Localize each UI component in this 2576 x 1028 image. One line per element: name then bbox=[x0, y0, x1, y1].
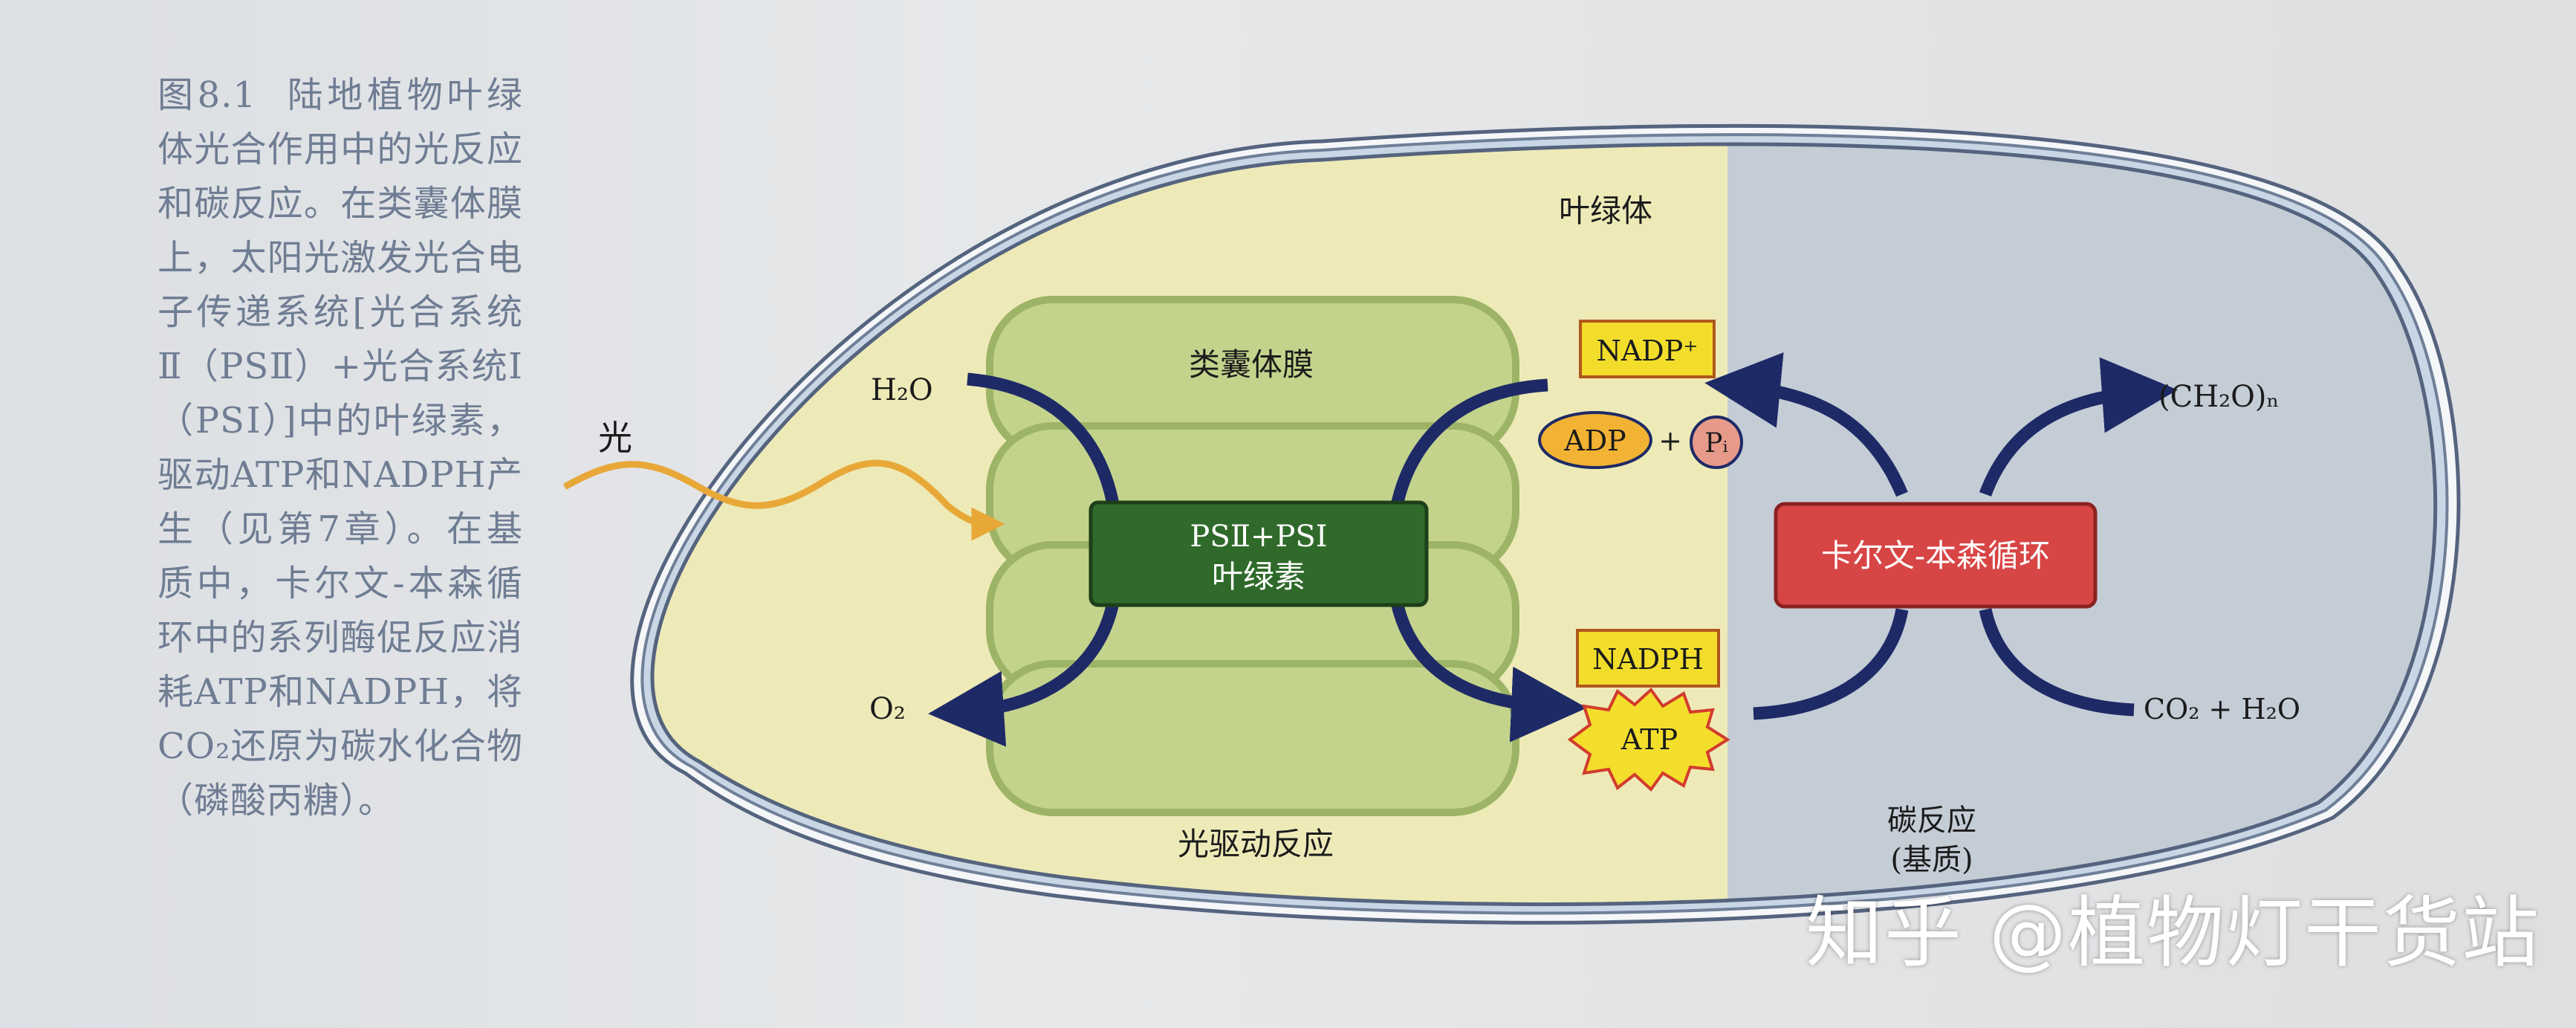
figure-caption: 图8.1 陆地植物叶绿体光合作用中的光反应和碳反应。在类囊体膜上，太阳光激发光合… bbox=[158, 68, 523, 828]
nadph-label: NADPH bbox=[1592, 643, 1704, 676]
carbon-reactions-label: 碳反应 bbox=[1887, 804, 1976, 838]
caption-body: 陆地植物叶绿体光合作用中的光反应和碳反应。在类囊体膜上，太阳光激发光合电子传递系… bbox=[158, 74, 523, 821]
pi-circle bbox=[1690, 416, 1743, 469]
calvin-atp-input-arrow bbox=[1753, 608, 1909, 720]
stroma-label: (基质) bbox=[1890, 843, 1973, 877]
nadph-box bbox=[1576, 629, 1720, 688]
nadp-input-arrow bbox=[1389, 378, 1548, 514]
co2-input-arrow bbox=[1979, 608, 2135, 717]
ps-box-line2: 叶绿素 bbox=[1212, 558, 1305, 595]
pi-label: Pᵢ bbox=[1704, 428, 1727, 459]
ch2o-output-arrow bbox=[1979, 357, 2178, 497]
thylakoid-membrane-label: 类囊体膜 bbox=[1189, 346, 1314, 383]
h2o-input-arrow bbox=[967, 372, 1121, 514]
chloroplast-inner-membrane bbox=[650, 142, 2438, 907]
ps-chlorophyll-box bbox=[1089, 500, 1429, 607]
o2-label: O₂ bbox=[869, 692, 906, 726]
atp-starburst bbox=[1567, 688, 1730, 792]
calvin-nadp-return-arrow bbox=[1704, 352, 1908, 497]
ch2o-label: (CH₂O)ₙ bbox=[2158, 380, 2280, 414]
light-reactions-label: 光驱动反应 bbox=[1178, 826, 1334, 862]
atp-label: ATP bbox=[1620, 723, 1678, 756]
adp-pi-plus: + bbox=[1658, 424, 1682, 457]
zhihu-watermark: 知乎 @植物灯干货站 bbox=[1806, 888, 2541, 978]
o2-output-arrow bbox=[928, 593, 1121, 747]
nadp-box bbox=[1579, 320, 1716, 378]
co2-h2o-label: CO₂ + H₂O bbox=[2144, 693, 2300, 725]
adp-ellipse bbox=[1538, 411, 1652, 469]
nadp-label: NADP⁺ bbox=[1597, 334, 1699, 367]
calvin-cycle-label: 卡尔文-本森循环 bbox=[1821, 537, 2050, 574]
ps-box-line1: PSⅡ+PSI bbox=[1190, 520, 1327, 554]
calvin-cycle-box bbox=[1774, 502, 2098, 609]
h2o-label: H₂O bbox=[871, 373, 933, 407]
figure-number: 图8.1 bbox=[158, 74, 256, 116]
light-label: 光 bbox=[598, 418, 632, 458]
chloroplast-label: 叶绿体 bbox=[1559, 193, 1652, 229]
adp-label: ADP bbox=[1563, 424, 1626, 457]
nadph-atp-output-arrow bbox=[1389, 593, 1587, 743]
light-wave bbox=[562, 459, 1005, 541]
